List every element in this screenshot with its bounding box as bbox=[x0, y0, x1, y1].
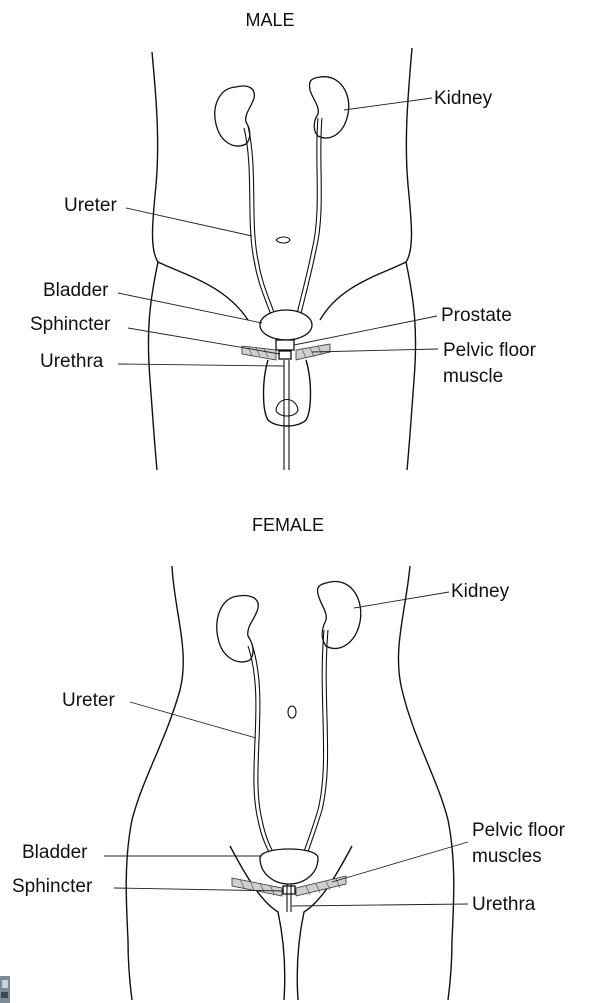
male-groin-right-line bbox=[320, 262, 406, 320]
female-bladder-label: Bladder bbox=[22, 842, 88, 863]
male-prostate bbox=[276, 340, 294, 350]
female-right-ureter-inner bbox=[306, 630, 328, 858]
female-torso-right-outline bbox=[398, 566, 453, 1000]
male-torso-left-outline bbox=[148, 52, 158, 470]
female-torso-left-outline bbox=[126, 566, 183, 1000]
female-ureter-leader bbox=[130, 702, 256, 738]
male-figure: MALE Kidney Ure bbox=[30, 10, 537, 470]
male-pelvic-floor-label-line2: muscle bbox=[443, 366, 503, 387]
male-pelvic-floor-label-line1: Pelvic floor bbox=[443, 340, 537, 361]
female-title: FEMALE bbox=[252, 515, 324, 535]
male-kidney-leader bbox=[344, 98, 432, 110]
male-urethra-label: Urethra bbox=[40, 351, 104, 372]
corner-thumbnail-fragment bbox=[0, 976, 10, 1003]
female-sphincter bbox=[283, 886, 295, 894]
female-pelvic-floor-label-line1: Pelvic floor bbox=[472, 820, 566, 841]
female-navel bbox=[288, 706, 296, 718]
male-groin-left-line bbox=[158, 262, 248, 320]
male-title: MALE bbox=[245, 10, 294, 30]
male-sphincter-leader bbox=[128, 328, 280, 354]
female-kidney-label: Kidney bbox=[451, 581, 510, 602]
female-urethra-label: Urethra bbox=[472, 894, 536, 915]
female-left-ureter-inner bbox=[248, 646, 272, 858]
male-navel bbox=[276, 237, 290, 243]
female-urethra-leader bbox=[292, 904, 468, 906]
male-prostate-label: Prostate bbox=[441, 305, 512, 326]
male-ureter-label: Ureter bbox=[64, 195, 117, 216]
female-kidney-leader bbox=[354, 592, 449, 608]
male-left-ureter-inner bbox=[244, 128, 272, 318]
female-left-ureter bbox=[252, 644, 276, 858]
male-bladder-label: Bladder bbox=[43, 280, 109, 301]
male-pelvic-floor-leader bbox=[312, 349, 438, 352]
male-ureter-leader bbox=[126, 208, 252, 236]
female-pelvic-floor-label-line2: muscles bbox=[472, 846, 542, 867]
female-bladder bbox=[260, 849, 318, 884]
male-left-kidney bbox=[215, 86, 254, 146]
male-glans bbox=[276, 400, 298, 417]
male-torso-right-outline bbox=[406, 48, 416, 470]
female-ureter-label: Ureter bbox=[62, 690, 115, 711]
male-sphincter bbox=[279, 351, 291, 359]
female-right-kidney bbox=[318, 582, 361, 649]
male-urethra bbox=[284, 360, 289, 470]
male-urethra-leader bbox=[118, 364, 284, 366]
female-left-kidney bbox=[217, 596, 258, 662]
male-sphincter-label: Sphincter bbox=[30, 314, 111, 335]
female-pelvic-floor-leader bbox=[332, 842, 468, 882]
female-figure: FEMALE Kidney Ureter bbox=[12, 515, 566, 1000]
female-right-ureter bbox=[302, 630, 324, 858]
male-right-kidney bbox=[309, 77, 348, 138]
male-bladder bbox=[260, 310, 312, 340]
male-kidney-label: Kidney bbox=[434, 88, 493, 109]
male-bladder-leader bbox=[118, 293, 262, 323]
female-sphincter-label: Sphincter bbox=[12, 876, 93, 897]
